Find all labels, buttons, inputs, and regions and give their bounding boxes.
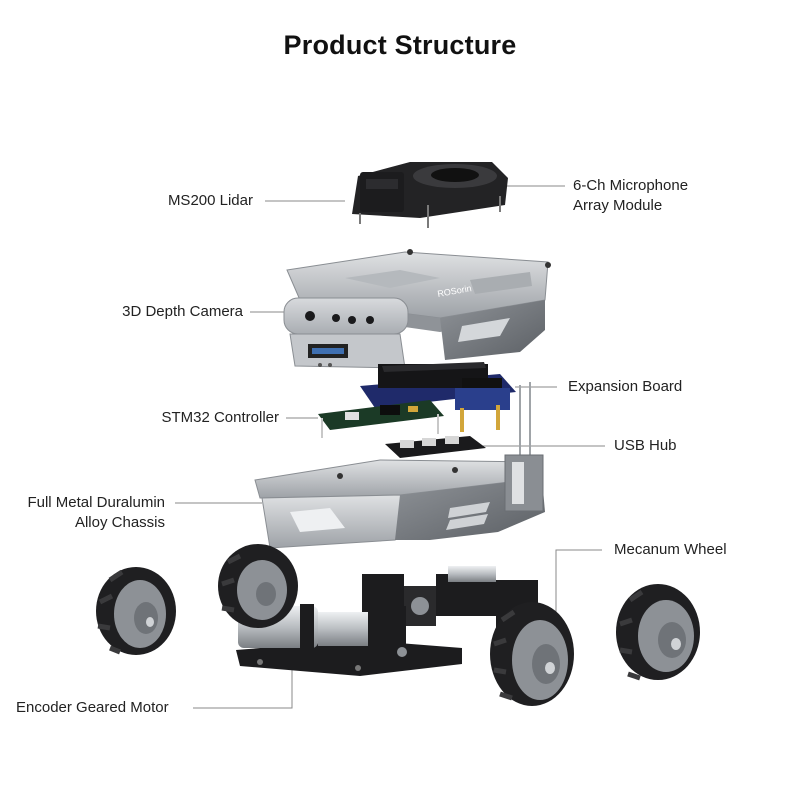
- camera-lens-2: [332, 314, 340, 322]
- label-mic-array-line2: Array Module: [573, 197, 663, 214]
- label-mic-array: 6-Ch Microphone Array Module: [573, 176, 688, 216]
- label-ms200-lidar: MS200 Lidar: [167, 192, 253, 209]
- top-plate-cutout: [345, 270, 440, 288]
- metal-chassis: [254, 454, 545, 549]
- lidar-block: [360, 172, 404, 212]
- label-encoder-geared-motor: Encoder Geared Motor: [16, 699, 169, 716]
- label-usb-hub: USB Hub: [614, 437, 677, 454]
- leader-line-encoder-motor: [193, 670, 293, 709]
- label-depth-camera: 3D Depth Camera: [122, 303, 243, 320]
- camera-lens-4: [366, 316, 374, 324]
- mecanum-wheel-rear-left: [96, 567, 176, 655]
- lidar-window: [366, 179, 398, 189]
- page-title: Product Structure: [283, 30, 517, 60]
- depth-camera: [283, 297, 409, 369]
- usb-hub-board: [385, 436, 486, 458]
- label-mecanum-wheel: Mecanum Wheel: [614, 541, 727, 558]
- mecanum-wheel-rear-right: [218, 544, 298, 628]
- label-stm32-controller: STM32 Controller: [161, 409, 279, 426]
- mecanum-wheel-front-left: [490, 602, 574, 706]
- label-mic-array-line1: 6-Ch Microphone: [573, 177, 689, 194]
- leader-line-mecanum-wheel: [555, 549, 602, 622]
- label-chassis: Full Metal Duralumin Alloy Chassis: [27, 493, 165, 533]
- lidar-ring-inner: [431, 168, 479, 182]
- camera-lens-3: [348, 316, 356, 324]
- mecanum-wheel-front-right: [616, 584, 700, 681]
- label-chassis-line1: Full Metal Duralumin: [27, 494, 165, 511]
- label-chassis-line2: Alloy Chassis: [74, 514, 165, 531]
- label-expansion-board: Expansion Board: [568, 378, 683, 395]
- lidar-mic-module: [352, 162, 508, 228]
- board-stack: [318, 362, 531, 460]
- camera-lens-1: [305, 311, 315, 321]
- leader-lines: [175, 185, 605, 709]
